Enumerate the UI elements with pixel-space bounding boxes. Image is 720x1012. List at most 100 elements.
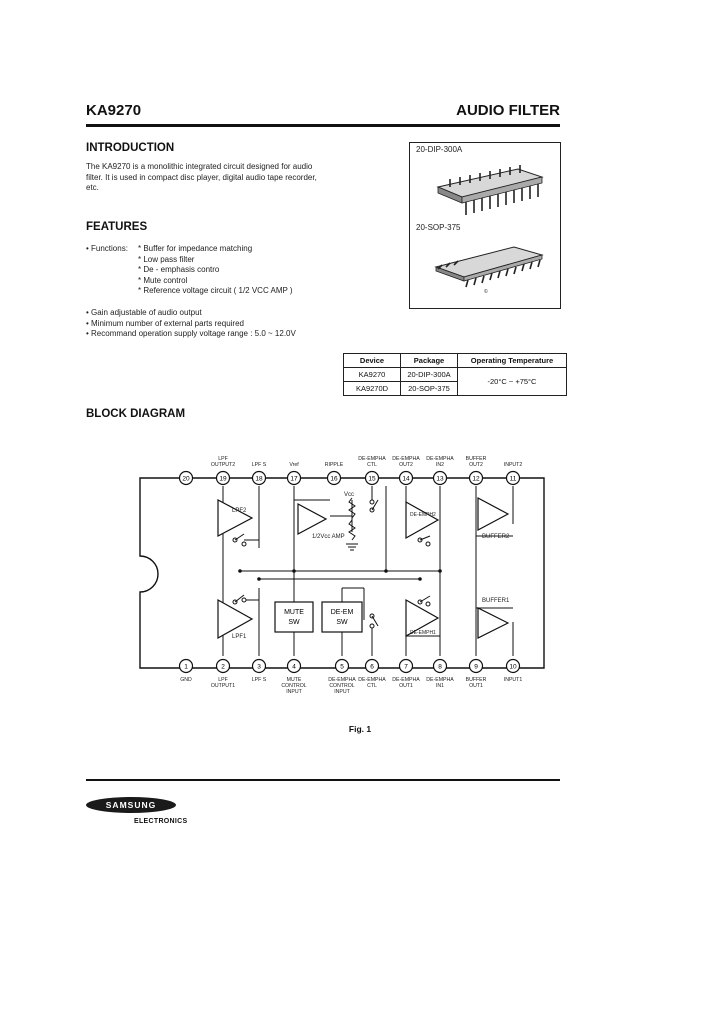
pin-circle <box>251 658 267 674</box>
pin-circle <box>178 470 194 486</box>
deem-sw-label-2: SW <box>336 619 348 626</box>
deemph1-label: DE-EMPH1 <box>410 630 436 636</box>
sop-package-image: © <box>434 246 544 295</box>
col-device: Device <box>343 353 401 368</box>
pin-circle <box>364 470 380 486</box>
pin-number: 20 <box>182 475 190 482</box>
package-cell: 20-DIP-300A <box>400 367 458 382</box>
table-row: KA9270D 20-SOP-375 <box>343 381 567 396</box>
feature-bullet: • Minimum number of external parts requi… <box>86 318 244 328</box>
pin-circle <box>286 470 302 486</box>
ic-outline <box>139 477 545 669</box>
pin-label: RIPPLE <box>325 462 344 468</box>
functions-label: • Functions: <box>86 244 128 253</box>
pin-number: 3 <box>257 663 261 670</box>
intro-line: etc. <box>86 183 99 192</box>
pin-number: 14 <box>402 475 410 482</box>
pin-number: 7 <box>404 663 408 670</box>
pin-circle <box>432 470 448 486</box>
lpf2-amp <box>217 499 254 537</box>
deem-sw-label-1: DE-EM <box>331 609 354 616</box>
pin-number: 4 <box>292 663 296 670</box>
package-label-sop: 20-SOP-375 <box>416 223 461 232</box>
mute-sw-label-1: MUTE <box>284 609 304 616</box>
vcc-label: Vcc <box>344 492 354 498</box>
buffer2-label: BUFFER2 <box>482 534 510 540</box>
features-heading: FEATURES <box>86 221 148 233</box>
svg-text:©: © <box>484 288 488 295</box>
feature-bullet: • Gain adjustable of audio output <box>86 308 202 317</box>
intro-line: filter. It is used in compact disc playe… <box>86 172 317 182</box>
pin-number: 8 <box>438 663 442 670</box>
deemph2-label: DE-EMPH2 <box>410 512 436 518</box>
vcc-divider <box>346 497 358 551</box>
ordering-table-header: Device Package Operating Temperature <box>343 353 567 368</box>
pin-number: 10 <box>509 663 517 670</box>
pin-circle <box>251 470 267 486</box>
pin-number: 9 <box>474 663 478 670</box>
pin-number: 2 <box>221 663 225 670</box>
pin-circle <box>468 658 484 674</box>
pin-number: 17 <box>290 475 298 482</box>
figure-caption: Fig. 1 <box>348 724 372 734</box>
pin-number: 16 <box>330 475 338 482</box>
pin-label: GND <box>180 677 192 683</box>
samsung-logo: SAMSUNG <box>86 797 176 813</box>
function-item: * Reference voltage circuit ( 1/2 VCC AM… <box>138 286 293 295</box>
pin-circle <box>334 658 350 674</box>
package-label-dip: 20-DIP-300A <box>416 145 463 154</box>
half-vcc-label: 1/2Vcc AMP <box>312 534 345 540</box>
device-cell: KA9270 <box>343 367 401 382</box>
package-box: 20-DIP-300A 20-SOP-375 <box>409 142 561 309</box>
pin-number: 1 <box>184 663 188 670</box>
function-item: * Low pass filter <box>138 254 195 264</box>
intro-text: The KA9270 is a monolithic integrated ci… <box>86 162 376 194</box>
pin-number: 11 <box>510 475 517 482</box>
lpf1-label: LPF1 <box>232 634 247 640</box>
temperature-cell: -20°C ~ +75°C <box>457 367 567 396</box>
part-number: KA9270 <box>86 102 142 119</box>
pin-label: LPF S <box>252 462 267 468</box>
mute-switch-block <box>274 601 314 633</box>
footer-rule <box>86 779 560 781</box>
lpf1-amp <box>217 598 254 640</box>
col-temperature: Operating Temperature <box>457 353 567 368</box>
ordering-table: Device Package Operating Temperature KA9… <box>343 353 567 396</box>
pin-label: INPUT1 <box>504 677 523 683</box>
buffer2-amp <box>477 497 510 531</box>
functions-list: * Buffer for impedance matching * Low pa… <box>138 244 293 297</box>
pin-circle <box>432 658 448 674</box>
internal-wiring <box>222 486 514 656</box>
pin-circle <box>326 470 342 486</box>
pin-circle <box>505 470 521 486</box>
pin-circle <box>505 658 521 674</box>
pin-label: Vref <box>289 462 299 468</box>
pin-circle <box>364 658 380 674</box>
package-cell: 20-SOP-375 <box>400 381 458 396</box>
function-item: * Mute control <box>138 275 188 285</box>
pin-circle <box>178 658 194 674</box>
pin-circle <box>215 658 231 674</box>
device-cell: KA9270D <box>343 381 401 396</box>
document-title: AUDIO FILTER <box>456 102 560 119</box>
dip-package-image <box>436 165 544 215</box>
pin-number: 6 <box>370 663 374 670</box>
table-row: KA9270 20-DIP-300A -20°C ~ +75°C <box>343 367 567 396</box>
pin-number: 15 <box>368 475 376 482</box>
intro-line: The KA9270 is a monolithic integrated ci… <box>86 162 313 171</box>
pin-circle <box>215 470 231 486</box>
